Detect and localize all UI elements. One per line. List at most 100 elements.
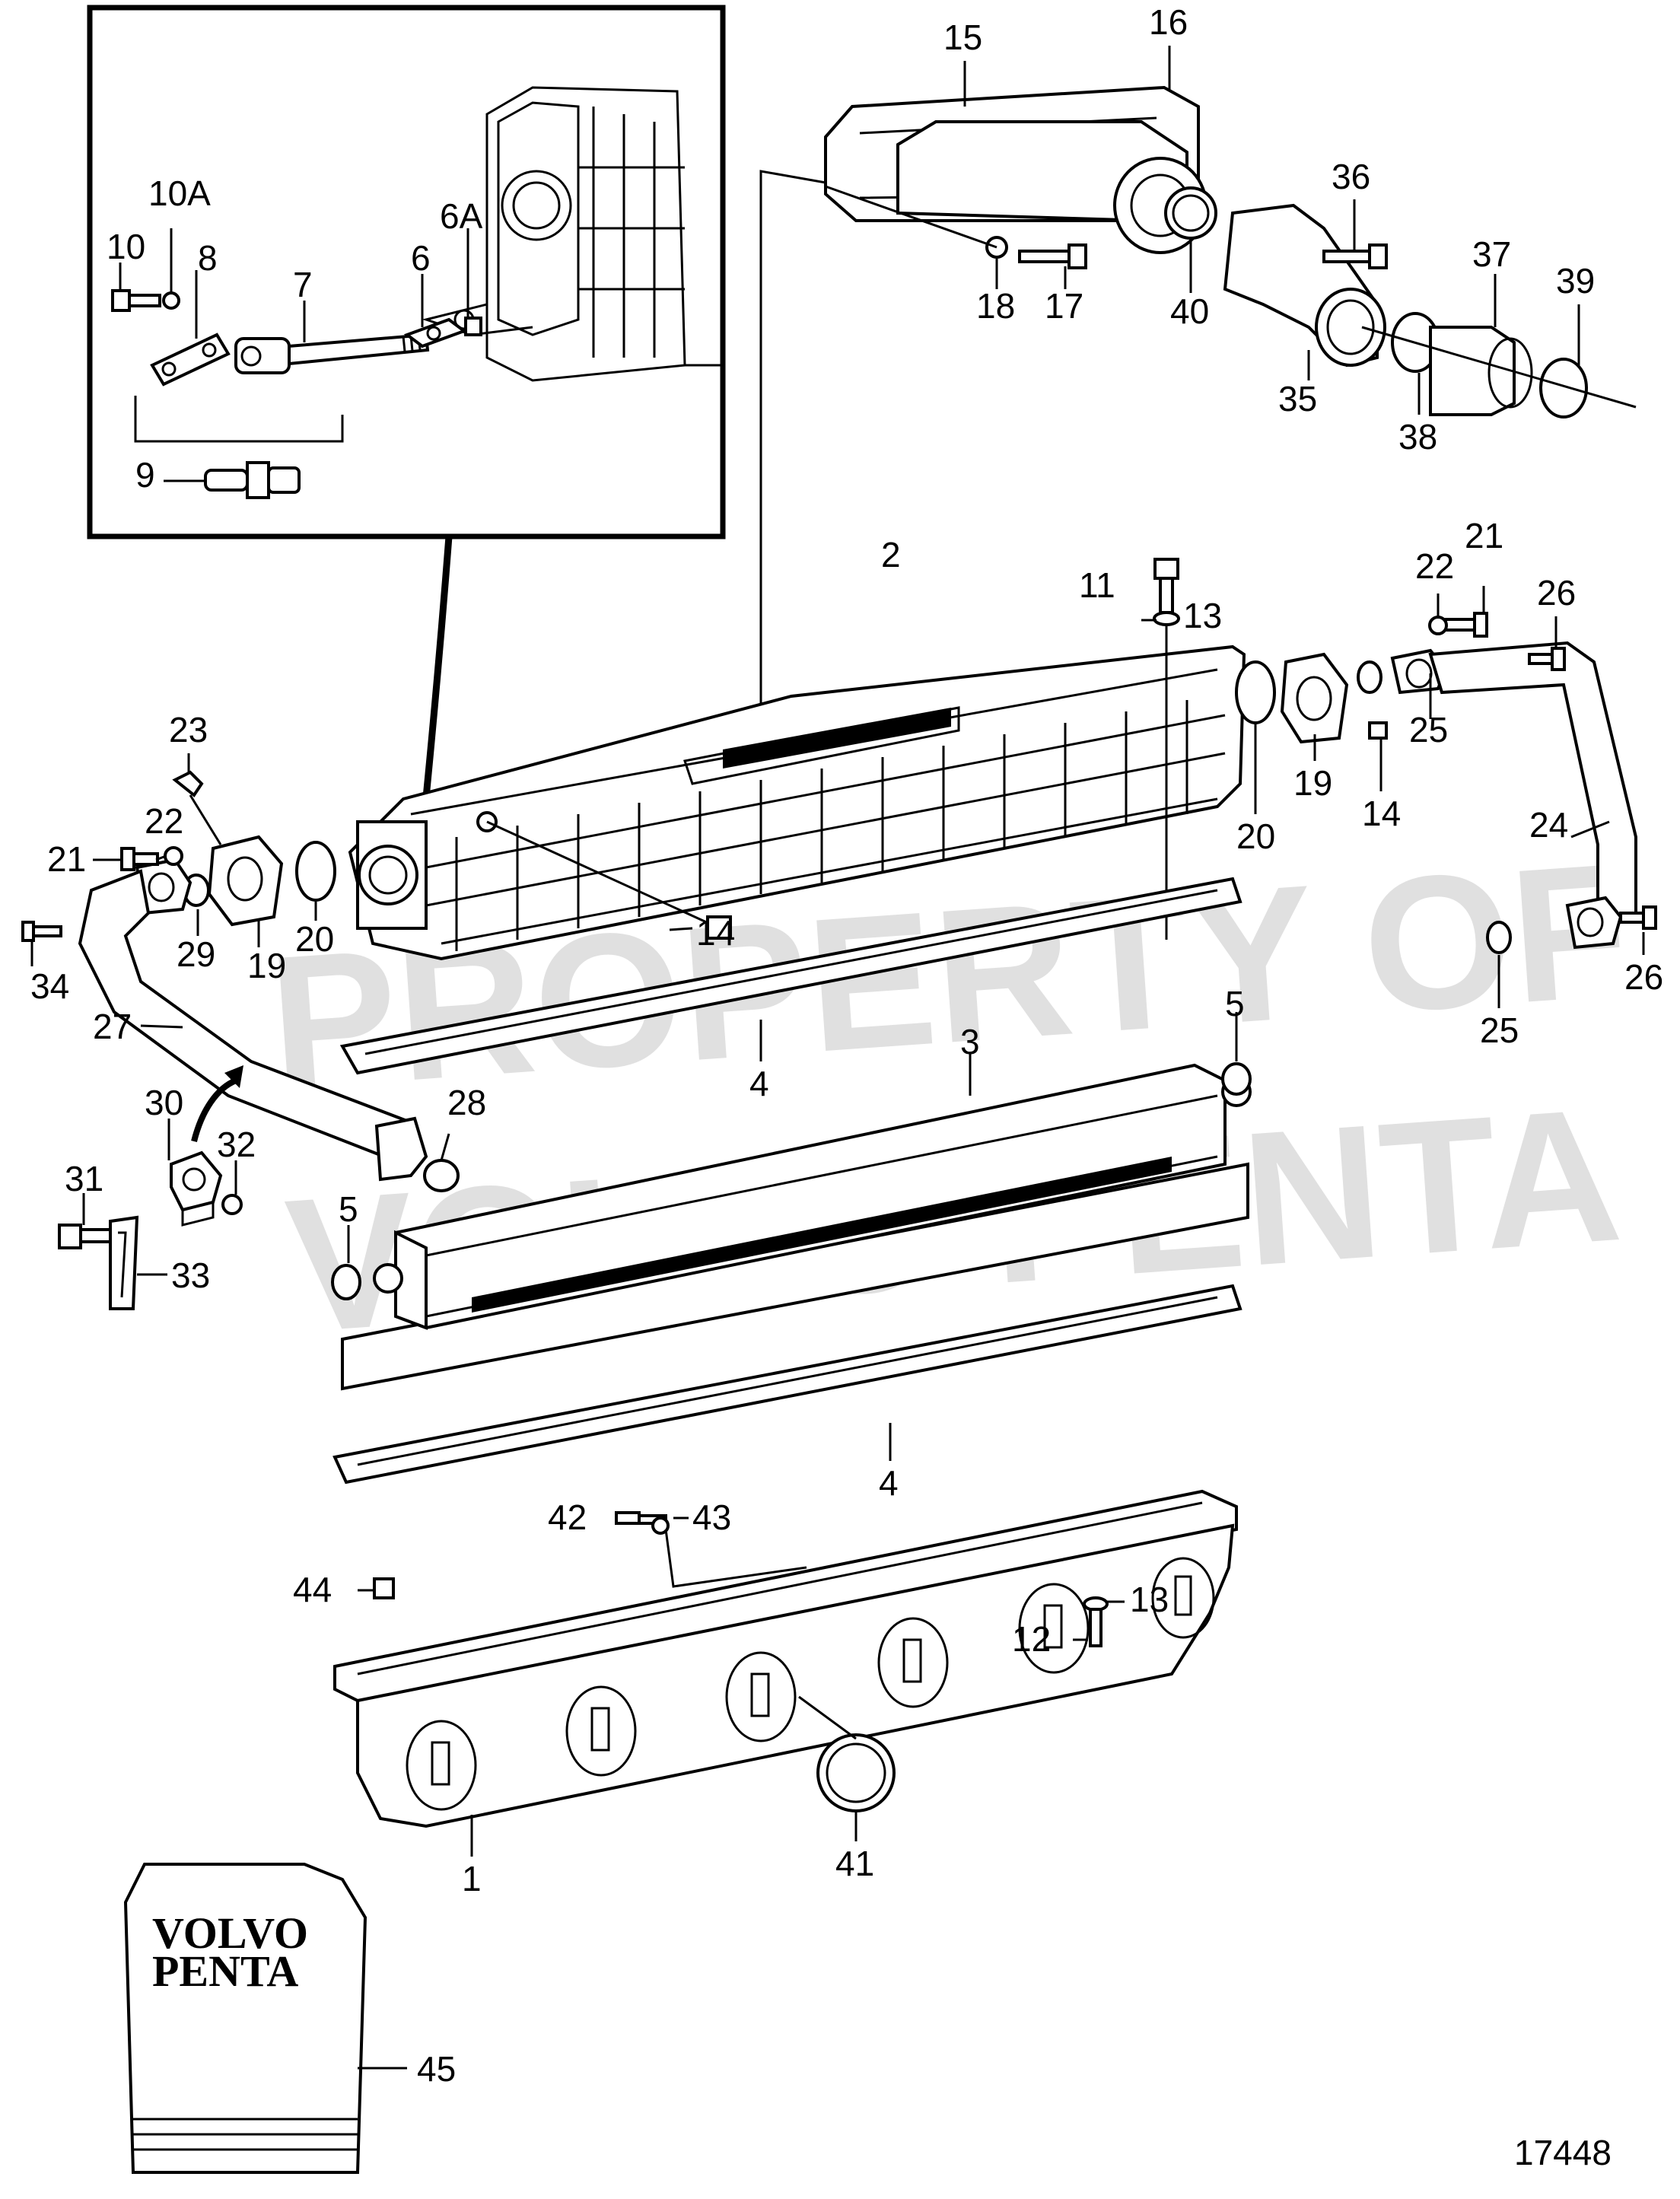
part-14-plug-left xyxy=(706,915,732,940)
callout-5-right: 5 xyxy=(1225,984,1245,1023)
callout-13-top: 13 xyxy=(1183,596,1222,635)
part-39-ring xyxy=(1539,358,1588,418)
callout-45: 45 xyxy=(417,2049,456,2089)
callout-13-bottom: 13 xyxy=(1130,1580,1169,1619)
clamp-parts xyxy=(58,1065,243,1310)
callout-42: 42 xyxy=(548,1497,587,1537)
callout-20-right: 20 xyxy=(1236,816,1275,856)
part-41-gasket-ring xyxy=(816,1733,896,1812)
callout-9: 9 xyxy=(135,455,155,495)
part-7-pipe xyxy=(234,333,430,374)
part-26-bolt-top xyxy=(1528,647,1566,671)
elbow-assembly xyxy=(759,46,1637,812)
callout-31: 31 xyxy=(65,1159,103,1198)
callout-19-left: 19 xyxy=(247,946,286,985)
callout-14-left: 14 xyxy=(696,913,735,953)
part-32-nut xyxy=(221,1194,243,1215)
left-pipe-assembly xyxy=(21,753,693,1192)
part-23-nipple xyxy=(172,770,204,797)
part-1-bottom-manifold xyxy=(333,1489,1238,1857)
callout-2: 2 xyxy=(881,535,901,574)
part-20-gasket-right xyxy=(1235,660,1276,724)
callout-4-lower: 4 xyxy=(879,1463,899,1503)
callout-14-right: 14 xyxy=(1362,794,1401,833)
callout-10: 10 xyxy=(107,227,145,266)
drawing-number: 17448 xyxy=(1514,2133,1612,2172)
callout-17: 17 xyxy=(1045,286,1083,326)
part-9-adapter xyxy=(204,461,301,499)
callout-21-right: 21 xyxy=(1465,516,1503,555)
part-25-seal-top xyxy=(1357,660,1382,694)
part-19-flange-left xyxy=(207,835,284,927)
block-flange-drawing xyxy=(422,86,723,382)
callout-37: 37 xyxy=(1472,234,1511,274)
callout-22-left: 22 xyxy=(145,801,183,841)
callout-30: 30 xyxy=(145,1083,183,1122)
callout-41: 41 xyxy=(835,1844,874,1883)
part-5-oring-left xyxy=(331,1264,361,1300)
part-5-oring-right xyxy=(1221,1062,1252,1096)
part-19-flange-right xyxy=(1280,652,1349,744)
part-3-cooler-core xyxy=(331,1012,1252,1391)
part-14-plug-right xyxy=(1368,721,1388,740)
callout-34: 34 xyxy=(30,966,69,1006)
callout-20-left: 20 xyxy=(295,919,334,959)
callout-18: 18 xyxy=(976,286,1015,326)
callout-19-right: 19 xyxy=(1293,763,1332,803)
callout-10a: 10A xyxy=(148,173,211,213)
part-22-washer-right xyxy=(1428,616,1448,635)
callout-1: 1 xyxy=(462,1859,482,1898)
part-17-bolt xyxy=(1018,243,1087,269)
part-34-bolt xyxy=(21,921,62,942)
callout-28: 28 xyxy=(447,1083,486,1122)
booklet-logo-line-1: VOLVO xyxy=(152,1908,308,1958)
callout-21-left: 21 xyxy=(47,839,86,879)
part-12-bolt xyxy=(1083,1596,1109,1647)
part-13-washer-top xyxy=(1153,611,1180,626)
callout-25-bottom: 25 xyxy=(1480,1010,1519,1050)
callout-16: 16 xyxy=(1149,2,1188,42)
callout-38: 38 xyxy=(1398,417,1437,457)
callout-15: 15 xyxy=(943,18,982,57)
callout-44: 44 xyxy=(293,1570,332,1609)
part-6a-nipple xyxy=(464,317,482,336)
part-2-manifold-housing xyxy=(348,644,1246,961)
callout-22-right: 22 xyxy=(1415,546,1454,586)
callout-23: 23 xyxy=(169,710,208,749)
part-43-washer xyxy=(651,1516,670,1535)
part-6-flange xyxy=(403,317,468,348)
part-30-clamp xyxy=(170,1150,223,1212)
callout-33: 33 xyxy=(171,1255,210,1295)
callout-26-bottom: 26 xyxy=(1624,957,1663,997)
callout-25-top: 25 xyxy=(1409,710,1448,749)
part-36-bolt xyxy=(1322,243,1388,269)
callout-29: 29 xyxy=(177,934,215,974)
callout-3: 3 xyxy=(960,1022,980,1061)
part-10-bolt xyxy=(111,289,161,312)
part-21-bolt-right xyxy=(1444,612,1488,638)
inset-detail xyxy=(87,5,726,539)
part-26-bolt-bottom xyxy=(1619,905,1657,930)
callout-26-top: 26 xyxy=(1537,573,1576,613)
part-20-gasket-left xyxy=(295,841,336,902)
part-10a-washer xyxy=(162,291,180,310)
part-28-seal xyxy=(423,1159,460,1192)
callout-5-left: 5 xyxy=(339,1189,358,1229)
callout-36: 36 xyxy=(1332,157,1370,196)
callout-35: 35 xyxy=(1278,379,1317,418)
callout-12: 12 xyxy=(1012,1619,1051,1659)
callout-6a: 6A xyxy=(440,196,483,236)
part-44-plug xyxy=(373,1577,395,1599)
right-pipe-assembly xyxy=(1141,586,1657,1008)
callout-4-upper: 4 xyxy=(749,1064,769,1103)
part-4-gasket-lower xyxy=(332,1284,1242,1485)
callout-32: 32 xyxy=(217,1125,256,1164)
callout-labels: 10 10A 8 7 6 6A 9 15 16 36 37 39 18 17 4… xyxy=(30,2,1663,2089)
callout-8: 8 xyxy=(198,238,218,278)
bracket-9-leader xyxy=(134,396,344,443)
callout-27: 27 xyxy=(93,1007,132,1046)
callout-43: 43 xyxy=(692,1497,731,1537)
part-21-bolt-left xyxy=(120,847,159,871)
callout-6: 6 xyxy=(411,238,431,278)
